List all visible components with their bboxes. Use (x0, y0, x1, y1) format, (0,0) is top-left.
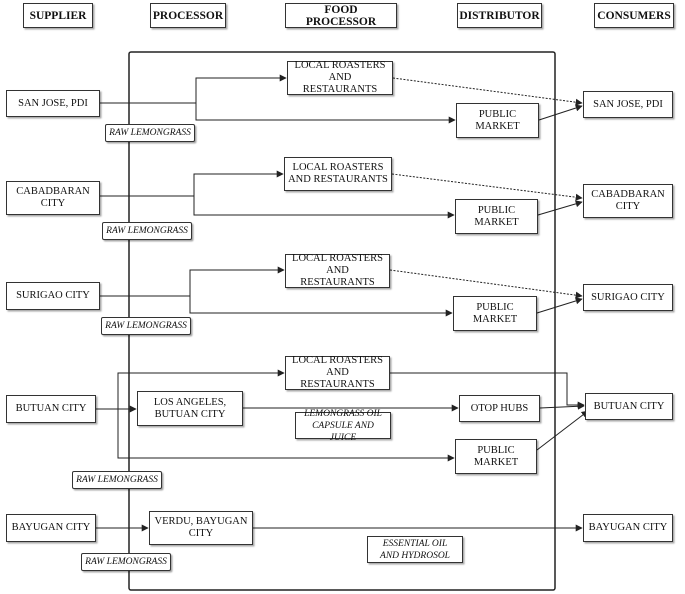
market-node: PUBLIC MARKET (456, 103, 539, 138)
otop-hubs-node: OTOP HUBS (459, 395, 540, 422)
consumer-node-butuan: BUTUAN CITY (585, 393, 673, 420)
market-node: PUBLIC MARKET (455, 199, 538, 234)
consumer-node-bayugan: BAYUGAN CITY (583, 514, 673, 542)
raw-lemongrass-tag-bayugan: RAW LEMONGRASS (81, 553, 171, 571)
header-supplier: SUPPLIER (23, 3, 93, 28)
raw-lemongrass-tag-butuan: RAW LEMONGRASS (72, 471, 162, 489)
consumer-node: CABADBARAN CITY (583, 184, 673, 218)
supplier-node: SAN JOSE, PDI (6, 90, 100, 117)
product-tag-essential-oil: ESSENTIAL OIL AND HYDROSOL (367, 536, 463, 563)
raw-lemongrass-tag: RAW LEMONGRASS (101, 317, 191, 335)
raw-lemongrass-tag: RAW LEMONGRASS (105, 124, 195, 142)
supplier-node-butuan: BUTUAN CITY (6, 395, 96, 423)
consumer-node: SAN JOSE, PDI (583, 91, 673, 118)
roasters-node-butuan: LOCAL ROASTERS AND RESTAURANTS (285, 355, 390, 390)
supplier-node: SURIGAO CITY (6, 282, 100, 310)
market-node-butuan: PUBLIC MARKET (455, 439, 537, 474)
market-node: PUBLIC MARKET (453, 296, 537, 331)
header-consumers: CONSUMERS (594, 3, 674, 28)
supplier-node-bayugan: BAYUGAN CITY (6, 514, 96, 542)
header-food-processor: FOOD PROCESSOR (285, 3, 397, 28)
product-tag-lemongrass-oil: LEMONGRASS OIL CAPSULE AND JUICE (295, 409, 391, 443)
supplier-node: CABADBARAN CITY (6, 181, 100, 215)
header-processor: PROCESSOR (150, 3, 226, 28)
roasters-node: LOCAL ROASTERS AND RESTAURANTS (287, 60, 393, 95)
roasters-node: LOCAL ROASTERS AND RESTAURANTS (285, 253, 390, 288)
processor-node-verdu: VERDU, BAYUGAN CITY (149, 511, 253, 545)
header-distributor: DISTRIBUTOR (457, 3, 542, 28)
processor-node-los-angeles: LOS ANGELES, BUTUAN CITY (137, 391, 243, 426)
roasters-node: LOCAL ROASTERS AND RESTAURANTS (284, 157, 392, 191)
raw-lemongrass-tag: RAW LEMONGRASS (102, 222, 192, 240)
consumer-node: SURIGAO CITY (583, 284, 673, 311)
